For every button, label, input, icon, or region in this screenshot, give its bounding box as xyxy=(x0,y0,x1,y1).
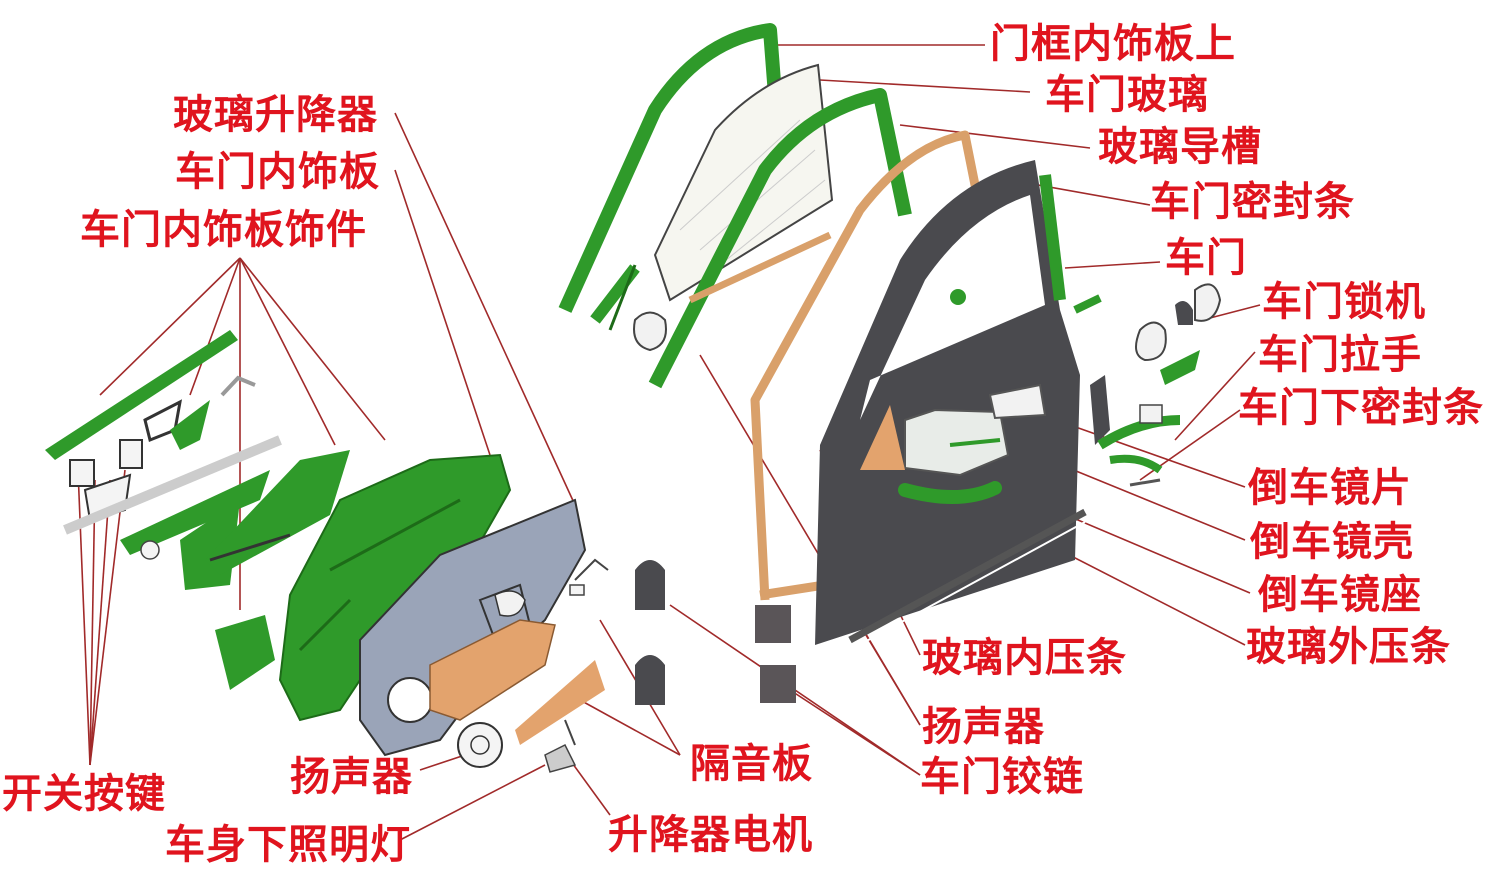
speaker-left xyxy=(458,723,502,767)
label-door-hinge: 车门铰链 xyxy=(920,755,1084,799)
label-door-handle: 车门拉手 xyxy=(1258,333,1422,377)
door-body xyxy=(815,160,1100,650)
label-door: 车门 xyxy=(1165,236,1247,280)
label-regulator-motor: 升降器电机 xyxy=(608,813,813,857)
label-glass-outer-strip: 玻璃外压条 xyxy=(1246,625,1451,669)
label-door-seal: 车门密封条 xyxy=(1150,180,1355,224)
label-window-regulator: 玻璃升降器 xyxy=(173,93,378,137)
label-door-lock: 车门锁机 xyxy=(1262,280,1426,324)
label-mirror-glass: 倒车镜片 xyxy=(1248,466,1412,510)
label-mirror-base: 倒车镜座 xyxy=(1258,573,1422,617)
label-glass-run-channel: 玻璃导槽 xyxy=(1098,125,1262,169)
label-door-lower-seal: 车门下密封条 xyxy=(1238,386,1484,430)
label-door-glass: 车门玻璃 xyxy=(1045,73,1209,117)
label-sound-insulation: 隔音板 xyxy=(690,742,813,786)
label-switch-buttons: 开关按键 xyxy=(2,772,166,816)
label-speaker-right: 扬声器 xyxy=(922,705,1045,749)
label-mirror-housing: 倒车镜壳 xyxy=(1250,520,1414,564)
label-door-frame-trim-upper: 门框内饰板上 xyxy=(990,22,1236,66)
door-hinges xyxy=(635,560,796,705)
label-door-trim-panel: 车门内饰板 xyxy=(175,150,380,194)
label-glass-inner-strip: 玻璃内压条 xyxy=(922,636,1127,680)
label-speaker-left: 扬声器 xyxy=(290,755,413,799)
label-door-trim-accessories: 车门内饰板饰件 xyxy=(80,208,367,252)
label-puddle-lamp: 车身下照明灯 xyxy=(165,823,411,867)
door-glass xyxy=(655,65,832,300)
regulator-motor xyxy=(545,720,575,772)
